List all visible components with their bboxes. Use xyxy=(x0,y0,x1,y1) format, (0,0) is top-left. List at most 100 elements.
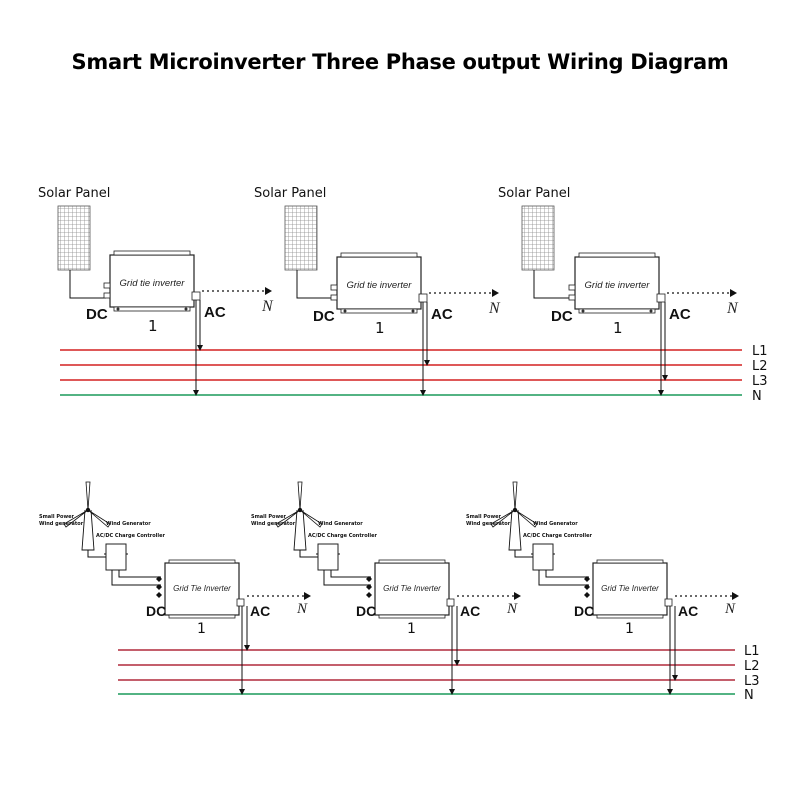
inverter-bottom-fin xyxy=(168,614,236,619)
solar-bus-label-l3: L3 xyxy=(752,374,768,389)
turbine-blade-icon xyxy=(299,509,323,528)
inverter-label: Grid tie inverter xyxy=(120,278,186,289)
arrowhead-down-icon xyxy=(197,345,203,351)
dc-connector-icon xyxy=(584,592,590,598)
unit-number: 1 xyxy=(407,621,416,637)
unit-number: 1 xyxy=(197,621,206,637)
dc-connector-icon xyxy=(366,576,372,582)
mount-hole-icon xyxy=(184,307,188,311)
arrowhead-down-icon xyxy=(672,675,678,681)
wind-tower-icon xyxy=(81,509,95,551)
generator-label: Wind generator xyxy=(251,521,296,527)
neutral-arrow-label: N xyxy=(726,300,739,317)
controller-label: AC/DC Charge Controller xyxy=(96,533,165,539)
wind-bus-label-l3: L3 xyxy=(744,674,760,689)
ac-label: AC xyxy=(204,304,226,321)
arrowhead-right-icon xyxy=(492,289,499,297)
mount-hole-icon xyxy=(343,309,347,313)
controller-to-dc-wire xyxy=(323,570,371,586)
solar-bus-label-l1: L1 xyxy=(752,344,768,359)
dc-connector-icon xyxy=(584,576,590,582)
dc-label: DC xyxy=(551,308,573,325)
charge-controller-box xyxy=(105,543,127,571)
inverter-bottom-fin xyxy=(378,614,446,619)
solar-panel-icon xyxy=(521,205,555,271)
dc-connector-icon xyxy=(330,294,338,301)
controller-to-dc-wire xyxy=(538,570,589,586)
grid-tie-inverter-box xyxy=(592,562,668,616)
dc-label: DC xyxy=(574,603,594,619)
turbine-blade-icon xyxy=(297,481,303,511)
grid-tie-inverter-box xyxy=(164,562,240,616)
dc-connector-icon xyxy=(568,294,576,301)
inverter-label: Grid tie inverter xyxy=(585,280,651,291)
turbine-blade-icon xyxy=(514,509,538,528)
ac-label: AC xyxy=(460,603,480,619)
dc-connector-icon xyxy=(103,292,111,299)
solar-bus-label-n: N xyxy=(752,389,762,404)
ac-terminal-icon xyxy=(191,291,201,301)
arrowhead-right-icon xyxy=(732,592,739,600)
inverter-label: Grid Tie Inverter xyxy=(173,584,231,593)
dc-label: DC xyxy=(86,306,108,323)
generator-label: Small Power xyxy=(251,514,286,520)
inverter-bottom-fin xyxy=(596,614,664,619)
wind-tower-icon xyxy=(508,509,522,551)
controller-to-dc-wire xyxy=(330,570,371,578)
arrowhead-down-icon xyxy=(244,645,250,651)
ac-label: AC xyxy=(250,603,270,619)
turbine-blade-icon xyxy=(275,509,301,528)
turbine-hub-icon xyxy=(512,507,518,513)
ac-label: AC xyxy=(669,306,691,323)
arrowhead-down-icon xyxy=(658,390,664,396)
arrowhead-down-icon xyxy=(662,375,668,381)
dc-connector-icon xyxy=(156,576,162,582)
generator-label: Wind generator xyxy=(466,521,511,527)
turbine-blade-icon xyxy=(512,481,518,511)
dc-connector-icon xyxy=(366,584,372,590)
arrowhead-down-icon xyxy=(424,360,430,366)
ac-label: AC xyxy=(431,306,453,323)
neutral-arrow-label: N xyxy=(261,298,274,315)
charge-controller-box xyxy=(317,543,339,571)
unit-number: 1 xyxy=(625,621,634,637)
ac-terminal-icon xyxy=(236,598,245,607)
panel-to-dc-wire xyxy=(69,270,106,299)
arrowhead-down-icon xyxy=(239,689,245,695)
controller-label: Wind Generator xyxy=(533,521,578,527)
turbine-blade-icon xyxy=(85,481,91,511)
arrowhead-right-icon xyxy=(730,289,737,297)
inverter-bottom-fin xyxy=(340,308,418,314)
wind-bus-label-n: N xyxy=(744,688,754,703)
turbine-hub-icon xyxy=(297,507,303,513)
diagram-title: Smart Microinverter Three Phase output W… xyxy=(71,50,729,74)
arrowhead-down-icon xyxy=(454,660,460,666)
controller-to-dc-wire xyxy=(111,570,161,586)
mount-hole-icon xyxy=(116,307,120,311)
arrowhead-right-icon xyxy=(514,592,521,600)
inverter-top-fin xyxy=(596,559,664,564)
inverter-bottom-fin xyxy=(578,308,656,314)
dc-connector-icon xyxy=(568,284,576,291)
mount-hole-icon xyxy=(411,309,415,313)
turbine-hub-icon xyxy=(85,507,91,513)
mount-hole-icon xyxy=(581,309,585,313)
inverter-label: Grid Tie Inverter xyxy=(383,584,441,593)
dc-label: DC xyxy=(356,603,376,619)
wind-bus-label-l2: L2 xyxy=(744,659,760,674)
dc-connector-icon xyxy=(584,584,590,590)
solar-bus-label-l2: L2 xyxy=(752,359,768,374)
ac-terminal-icon xyxy=(446,598,455,607)
dc-connector-icon xyxy=(330,284,338,291)
dc-connector-icon xyxy=(156,592,162,598)
arrowhead-right-icon xyxy=(265,287,272,295)
controller-label: Wind Generator xyxy=(318,521,363,527)
